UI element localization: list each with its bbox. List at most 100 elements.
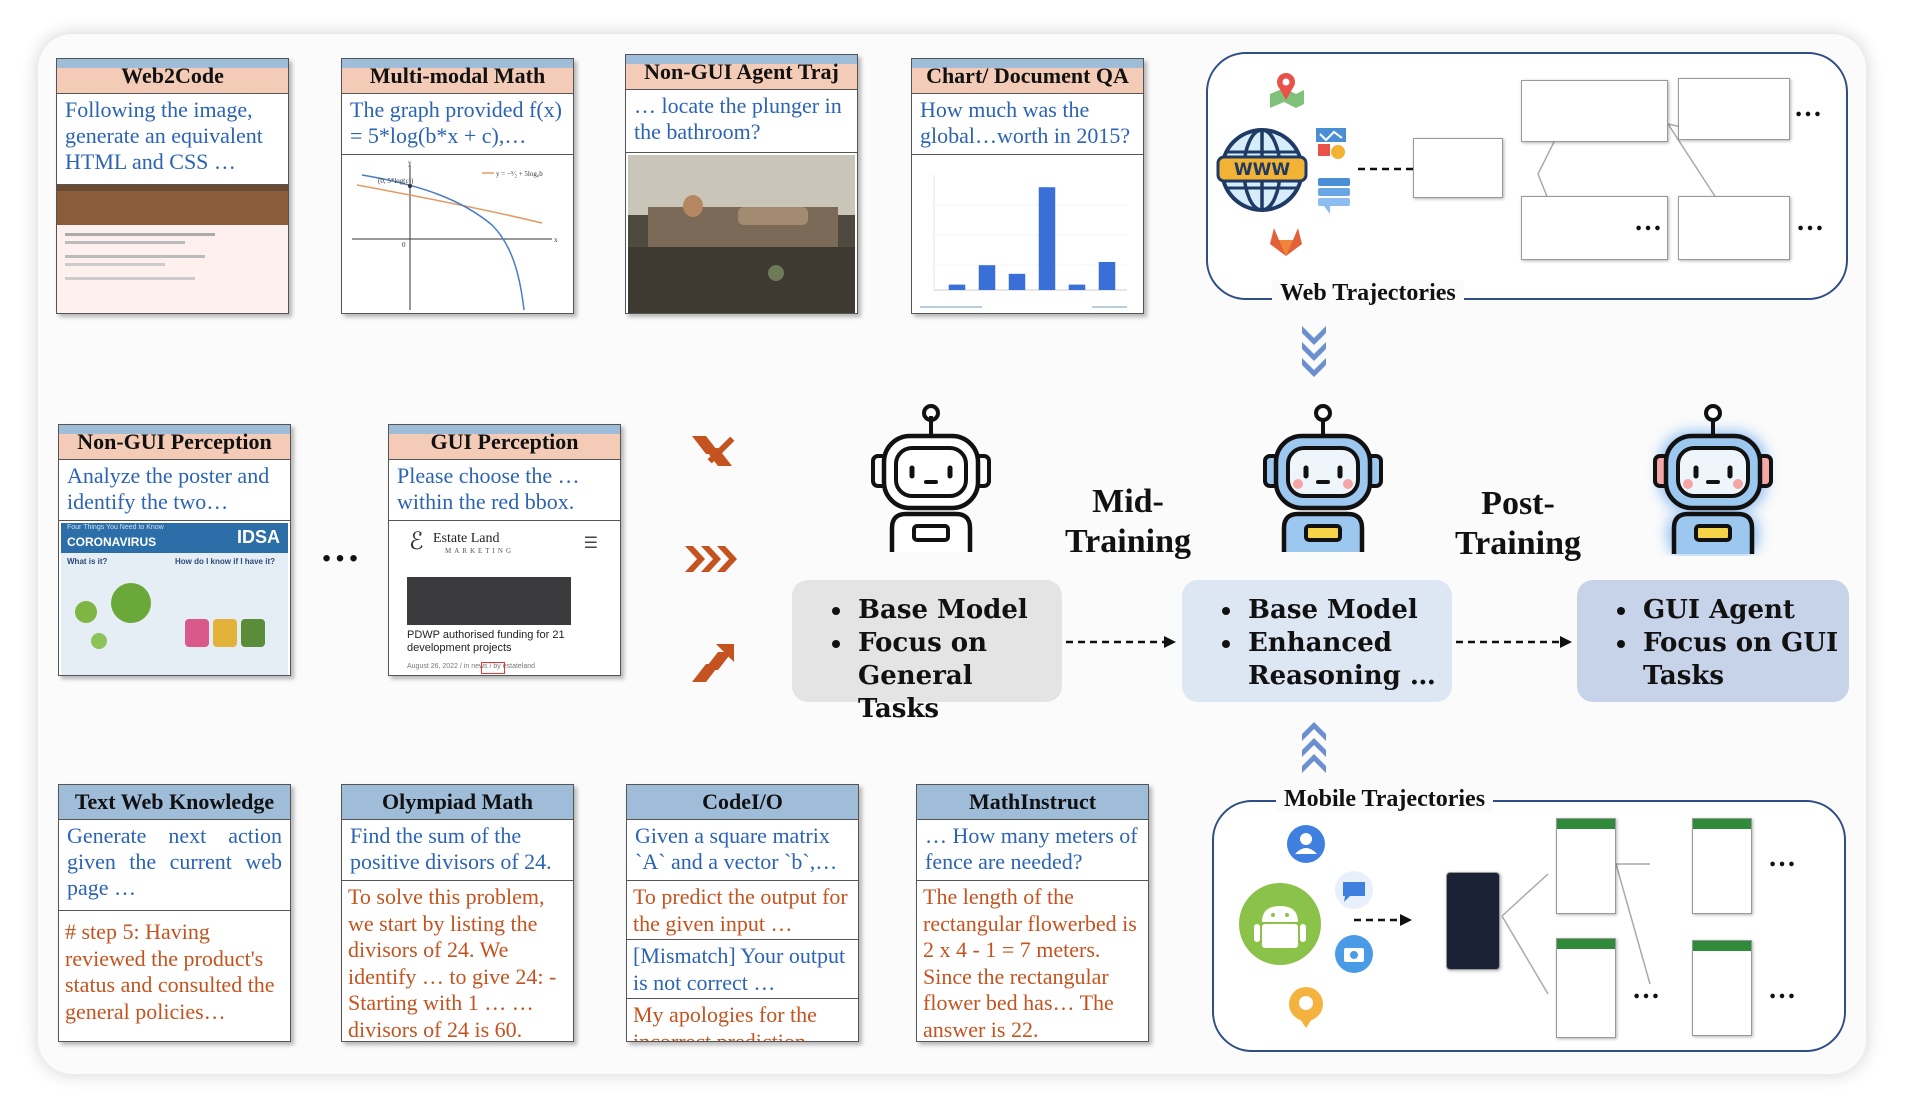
card-question: Analyze the poster and identify the two…: [59, 460, 290, 521]
orange-chevrons-down-right-icon: [692, 436, 735, 466]
stage-item: Base Model: [1244, 594, 1452, 627]
card-question: Please choose the … within the red bbox.: [389, 460, 620, 521]
ellipsis: …: [1796, 206, 1824, 237]
card-web2code: Web2Code Following the image, generate a…: [56, 58, 289, 314]
webpage-thumbnail: [57, 185, 288, 313]
mobile-trajectory-tree-lines: [1501, 863, 1651, 995]
mobile-screenshot: [1556, 818, 1616, 914]
poster-kicker: Four Things You Need to Know: [67, 524, 164, 531]
card-mathinstruct: MathInstruct … How many meters of fence …: [916, 784, 1149, 1042]
card-question: Generate next action given the current w…: [59, 820, 290, 911]
card-title: MathInstruct: [917, 785, 1148, 820]
x-axis-label: x: [554, 236, 558, 244]
stage-item: Focus on GUI Tasks: [1639, 627, 1849, 693]
forum-icon: [1316, 176, 1352, 221]
card-answer: # step 5: Having reviewed the product's …: [65, 919, 275, 1024]
mobile-screenshot: [1692, 818, 1752, 914]
orange-chevrons-right-icon: [685, 546, 737, 572]
web-screenshot: [1521, 196, 1668, 260]
card-answer: The length of the rectangular flowerbed …: [923, 884, 1137, 1042]
bar-chart-thumbnail: [912, 155, 1143, 313]
card-answer: To predict the output for the given inpu…: [627, 881, 858, 940]
ellipsis: …: [1634, 206, 1662, 237]
ellipsis: …: [1768, 974, 1796, 1005]
chart-bar: [948, 284, 966, 290]
red-bbox: [481, 662, 505, 674]
base-model-box: Base Model Focus on General Tasks: [792, 580, 1062, 724]
chart-bar: [1098, 261, 1116, 290]
card-title: Non-GUI Agent Traj: [626, 55, 857, 90]
origin-label: 0: [402, 241, 406, 249]
card-title: Multi-modal Math: [342, 59, 573, 94]
chart-bar: [978, 265, 996, 290]
contacts-icon: [1286, 824, 1326, 869]
camera-icon: [1334, 934, 1374, 979]
point-label: (0, 5*log(c)): [378, 177, 414, 185]
card-answer: To solve this problem, we start by listi…: [348, 884, 557, 1042]
www-label: WWW: [1234, 160, 1291, 180]
poster-title: CORONAVIRUS: [67, 535, 157, 549]
stage-item: Enhanced Reasoning …: [1244, 627, 1452, 693]
web-trajectories-label: Web Trajectories: [1272, 280, 1464, 307]
maps-icon: [1286, 986, 1326, 1035]
ellipsis: …: [1632, 974, 1660, 1005]
card-question: The graph provided f(x) = 5*log(b*x + c)…: [342, 94, 573, 155]
article-meta: August 26, 2022 / in news / by estatelan…: [407, 663, 536, 670]
article-caption: PDWP authorised funding for 21 developme…: [407, 629, 565, 654]
mobile-screenshot: [1556, 938, 1616, 1038]
chart-bar: [1038, 187, 1056, 290]
card-gui-perception: GUI Perception Please choose the … withi…: [388, 424, 621, 676]
stage-item: Focus on General Tasks: [854, 627, 1062, 726]
card-olympiad-math: Olympiad Math Find the sum of the positi…: [341, 784, 574, 1042]
card-multimodal-math: Multi-modal Math The graph provided f(x)…: [341, 58, 574, 314]
site-brand: Estate Land: [433, 531, 500, 546]
function-graph: y = −⁵⁄₂ + 5log₀b (0, 5*log(c)) x y 0: [342, 155, 573, 313]
phone-home-screenshot: [1446, 872, 1500, 970]
y-axis-label: y: [408, 159, 412, 167]
gui-webpage-thumbnail: ℰ Estate Land MARKETING ☰ PDWP authorise…: [389, 521, 620, 675]
down-chevrons-icon: [1302, 326, 1326, 377]
shopping-icon: [1314, 124, 1350, 165]
gitlab-icon: [1266, 222, 1306, 263]
up-chevrons-icon: [1302, 722, 1326, 773]
bathroom-scene-image: [628, 155, 855, 313]
card-question: … locate the plunger in the bathroom?: [626, 90, 857, 153]
web-screenshot: [1678, 78, 1790, 140]
web-screenshot: [1521, 80, 1668, 142]
gui-agent-box: GUI Agent Focus on GUI Tasks: [1577, 580, 1849, 702]
figure-frame: Web2Code Following the image, generate a…: [38, 34, 1866, 1074]
card-question: … How many meters of fence are needed?: [917, 820, 1148, 881]
menu-icon[interactable]: ☰: [583, 535, 598, 552]
bar-chart: [920, 175, 1127, 308]
ellipsis: …: [320, 525, 360, 570]
card-title: Non-GUI Perception: [59, 425, 290, 460]
card-nongui-perception: Non-GUI Perception Analyze the poster an…: [58, 424, 291, 676]
card-title: Chart/ Document QA: [912, 59, 1143, 94]
globe-www-icon: WWW: [1216, 124, 1308, 221]
dashed-arrow: [1354, 914, 1412, 926]
android-icon: [1238, 882, 1322, 971]
card-chart-document-qa: Chart/ Document QA How much was the glob…: [911, 58, 1144, 314]
poster-question-1: What is it?: [67, 557, 108, 566]
mid-training-arrow: [1066, 636, 1176, 648]
ellipsis: …: [1768, 842, 1796, 873]
card-title: GUI Perception: [389, 425, 620, 460]
card-nongui-agent-traj: Non-GUI Agent Traj … locate the plunger …: [625, 54, 858, 314]
chart-bar: [1068, 284, 1086, 290]
mobile-screenshot: [1692, 940, 1752, 1036]
card-title: Olympiad Math: [342, 785, 573, 820]
base-robot-icon: [856, 402, 1006, 557]
ellipsis: …: [1794, 92, 1822, 123]
card-answer: [Mismatch] Your output is not correct …: [627, 940, 858, 999]
poster-question-2: How do I know if I have it?: [175, 557, 276, 566]
enhanced-model-box: Base Model Enhanced Reasoning …: [1182, 580, 1452, 702]
card-question: Find the sum of the positive divisors of…: [342, 820, 573, 881]
chart-bar: [1008, 273, 1026, 290]
site-brand-sub: MARKETING: [445, 547, 514, 555]
chat-icon: [1334, 870, 1374, 915]
card-title: Text Web Knowledge: [59, 785, 290, 820]
card-question: Given a square matrix `A` and a vector `…: [627, 820, 858, 881]
orange-chevrons-up-right-icon: [692, 644, 734, 682]
legend-label: y = −⁵⁄₂ + 5log₀b: [496, 170, 543, 178]
post-training-arrow: [1456, 636, 1572, 648]
